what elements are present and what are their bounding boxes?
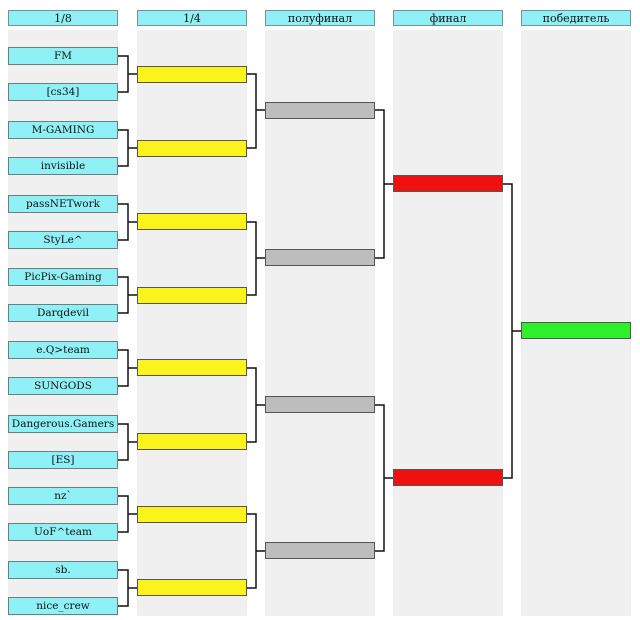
team-box: Darqdevil <box>8 304 118 322</box>
team-box: M-GAMING <box>8 121 118 139</box>
sf-slot <box>265 396 375 413</box>
qf-slot <box>137 140 247 157</box>
team-box: [cs34] <box>8 83 118 101</box>
header-winner: победитель <box>521 10 631 26</box>
qf-slot <box>137 433 247 450</box>
final-slot <box>393 469 503 486</box>
header-qf: 1/4 <box>137 10 247 26</box>
team-box: invisible <box>8 157 118 175</box>
qf-slot <box>137 66 247 83</box>
team-box: sb. <box>8 561 118 579</box>
winner-slot <box>521 322 631 339</box>
qf-slot <box>137 506 247 523</box>
team-box: passNETwork <box>8 195 118 213</box>
lane-sf <box>265 30 375 616</box>
team-box: Dangerous.Gamers <box>8 415 118 433</box>
qf-slot <box>137 359 247 376</box>
header-final: финал <box>393 10 503 26</box>
team-box: PicPix-Gaming <box>8 268 118 286</box>
sf-slot <box>265 249 375 266</box>
sf-slot <box>265 102 375 119</box>
sf-slot <box>265 542 375 559</box>
team-box: StyLe^ <box>8 231 118 249</box>
team-box: UoF^team <box>8 523 118 541</box>
qf-slot <box>137 579 247 596</box>
qf-slot <box>137 213 247 230</box>
team-box: SUNGODS <box>8 377 118 395</box>
qf-slot <box>137 287 247 304</box>
header-r16: 1/8 <box>8 10 118 26</box>
team-box: e.Q>team <box>8 341 118 359</box>
final-slot <box>393 175 503 192</box>
header-sf: полуфинал <box>265 10 375 26</box>
team-box: nice_crew <box>8 597 118 615</box>
team-box: FM <box>8 47 118 65</box>
lane-final <box>393 30 503 616</box>
team-box: [ES] <box>8 451 118 469</box>
team-box: nz` <box>8 487 118 505</box>
